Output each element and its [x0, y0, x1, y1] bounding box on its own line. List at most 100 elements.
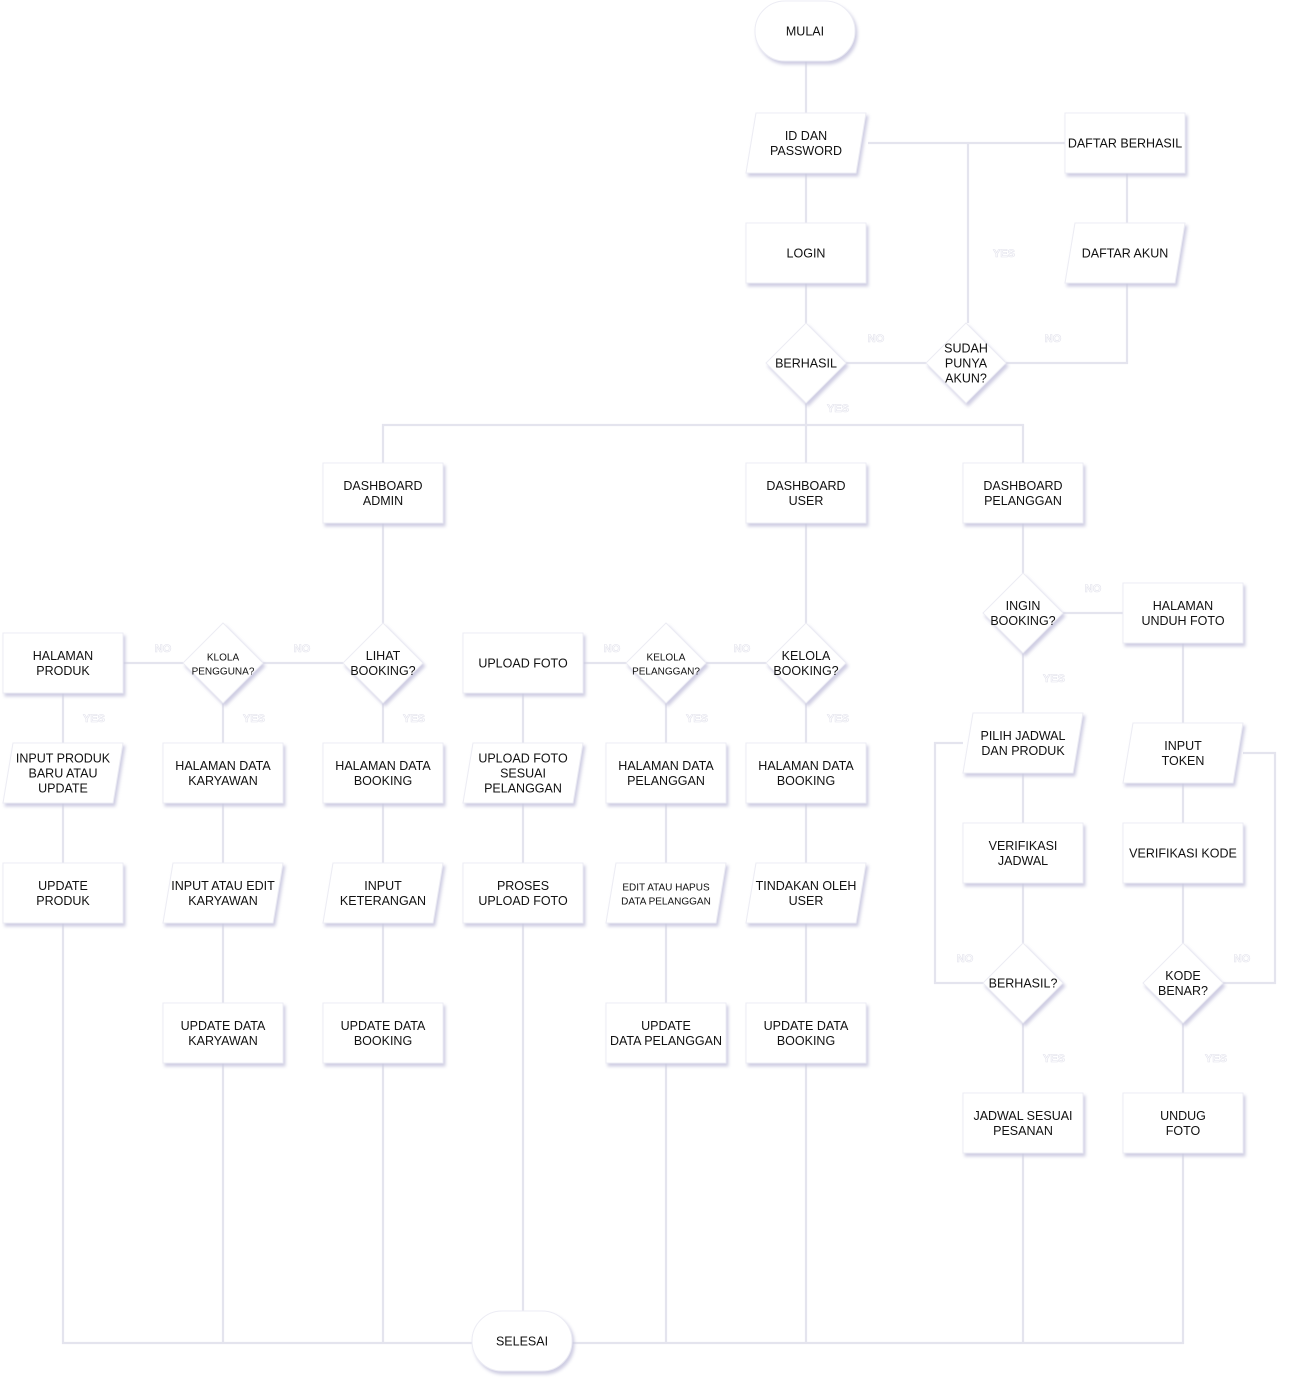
- connector-line: [61, 923, 472, 1345]
- node-label: KETERANGAN: [340, 894, 426, 908]
- node-label: PUNYA: [945, 357, 988, 371]
- connector-label-no: NO: [1234, 953, 1251, 965]
- node-shape: [342, 622, 424, 704]
- node-label: UNDUG: [1160, 1109, 1206, 1123]
- node-shape: [962, 1092, 1084, 1154]
- connector-line: [1223, 751, 1277, 985]
- node-shape: [1122, 722, 1244, 784]
- node-label: DAN PRODUK: [981, 744, 1065, 758]
- connector-label-yes: YES: [403, 713, 425, 725]
- node-label: BERHASIL: [775, 357, 837, 371]
- node-shape: [162, 862, 284, 924]
- node-shape: [605, 1002, 727, 1064]
- node-label: USER: [789, 494, 824, 508]
- node-shape: [322, 742, 444, 804]
- node-shape: [162, 1002, 284, 1064]
- node-shape: [962, 712, 1084, 774]
- node-label: HALAMAN DATA: [175, 759, 271, 773]
- node-label: FOTO: [1166, 1124, 1201, 1138]
- node-label: UPDATE DATA: [181, 1019, 266, 1033]
- connector-label-no: NO: [868, 333, 885, 345]
- node-label: INPUT ATAU EDIT: [171, 879, 275, 893]
- node-label: BERHASIL?: [989, 977, 1058, 991]
- node-label: KLOLA: [207, 653, 240, 664]
- node-label: PELANGGAN?: [632, 667, 700, 678]
- node-shape: [925, 322, 1007, 404]
- node-label: HALAMAN DATA: [758, 759, 854, 773]
- node-label: KARYAWAN: [188, 774, 257, 788]
- node-shape: [322, 1002, 444, 1064]
- node-label: KODE: [1165, 969, 1200, 983]
- node-end: SELESAI: [471, 1310, 573, 1372]
- node-berhasil2: BERHASIL?: [982, 942, 1064, 1024]
- node-label: UPDATE: [641, 1019, 691, 1033]
- node-shape: [2, 862, 124, 924]
- connector-label-yes: YES: [1043, 1053, 1065, 1065]
- node-label: MULAI: [786, 25, 824, 39]
- node-label: UPLOAD FOTO: [478, 657, 568, 671]
- connector-line: [381, 423, 806, 463]
- node-label: BOOKING: [354, 774, 412, 788]
- node-label: LOGIN: [787, 247, 826, 261]
- connector-line: [572, 1153, 1185, 1345]
- connector-label-yes: YES: [243, 713, 265, 725]
- connector-line: [1006, 283, 1129, 365]
- node-shape: [322, 462, 444, 524]
- node-label: USER: [789, 894, 824, 908]
- node-label: UPDATE DATA: [764, 1019, 849, 1033]
- connector-label-yes: YES: [83, 713, 105, 725]
- node-daftar-akun: DAFTAR AKUN: [1064, 222, 1186, 284]
- node-label: KARYAWAN: [188, 1034, 257, 1048]
- connector-label-yes: YES: [1205, 1053, 1227, 1065]
- node-label: PASSWORD: [770, 144, 842, 158]
- connector-label-no: NO: [957, 953, 974, 965]
- node-label: INPUT PRODUK: [16, 752, 111, 766]
- node-label: HALAMAN: [1153, 599, 1213, 613]
- node-shape: [2, 632, 124, 694]
- node-start: MULAI: [754, 0, 856, 62]
- node-label: UPDATE DATA: [341, 1019, 426, 1033]
- connector-label-no: NO: [734, 643, 751, 655]
- node-shape: [962, 462, 1084, 524]
- connector-label-no: NO: [294, 643, 311, 655]
- node-shape: [605, 862, 727, 924]
- node-label: BARU ATAU: [29, 767, 98, 781]
- node-label: JADWAL SESUAI: [973, 1109, 1072, 1123]
- node-label: TINDAKAN OLEH: [756, 879, 857, 893]
- node-shape: [2, 742, 124, 804]
- node-shape: [1122, 1092, 1244, 1154]
- node-shape: [182, 622, 264, 704]
- connector-label-yes: YES: [1043, 673, 1065, 685]
- node-label: PESANAN: [993, 1124, 1053, 1138]
- node-verifikasi-kode: VERIFIKASI KODE: [1122, 822, 1244, 884]
- node-label: BOOKING: [777, 774, 835, 788]
- node-label: EDIT ATAU HAPUS: [622, 883, 710, 894]
- node-shape: [745, 222, 867, 284]
- node-shape: [745, 1002, 867, 1064]
- node-label: ID DAN: [785, 129, 827, 143]
- node-shape: [754, 0, 856, 62]
- node-login: LOGIN: [745, 222, 867, 284]
- connector-label-no: NO: [604, 643, 621, 655]
